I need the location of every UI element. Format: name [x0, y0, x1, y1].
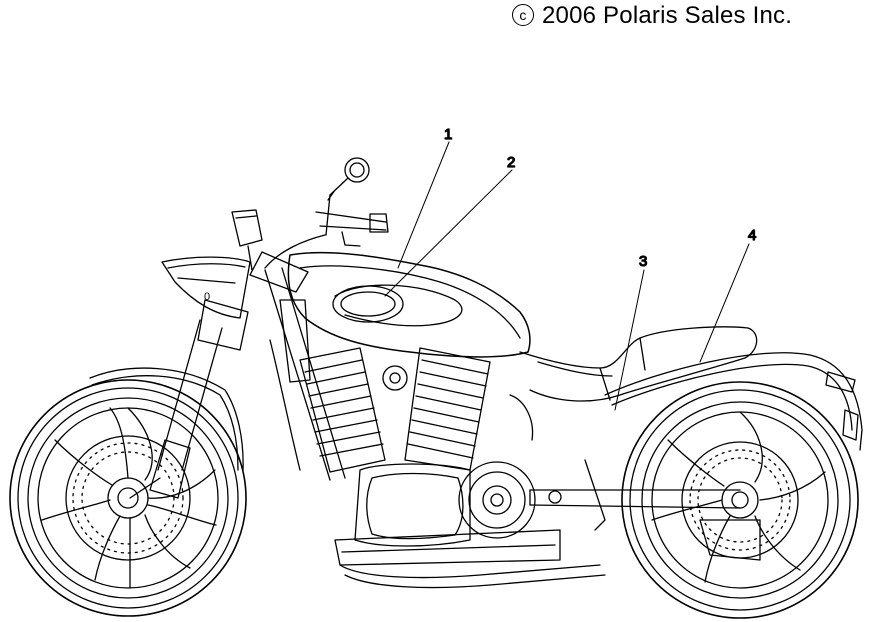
fuel-tank [287, 251, 531, 358]
copyright-symbol: c [512, 4, 534, 26]
primary-cover [458, 461, 536, 539]
turn-signal [842, 409, 859, 441]
gauge [231, 209, 263, 247]
callout-4: 4 [748, 227, 756, 244]
callout-leaders [384, 141, 750, 411]
engine [299, 347, 561, 566]
grip [369, 213, 389, 233]
copyright-text: 2006 Polaris Sales Inc. [542, 2, 793, 29]
leader-1 [397, 141, 450, 269]
rear-brake-disc [681, 441, 799, 559]
callout-3: 3 [639, 253, 647, 270]
mirror [344, 157, 370, 183]
copyright-notice: c 2006 Polaris Sales Inc. [512, 2, 792, 30]
seat [519, 326, 758, 402]
front-fork [129, 299, 249, 499]
svg-text:0: 0 [204, 291, 210, 303]
rear-wheel [621, 381, 859, 619]
exhaust [339, 564, 606, 589]
engine-cover [366, 472, 464, 540]
brake-caliper [699, 519, 761, 561]
leader-2 [384, 169, 513, 297]
front-cylinder [299, 347, 386, 473]
callout-1: 1 [444, 126, 452, 143]
front-wheel [9, 379, 247, 617]
leader-4 [699, 243, 750, 363]
handlebar-assembly [231, 157, 389, 293]
frame [264, 267, 346, 481]
rear-fender [604, 352, 863, 451]
callout-2: 2 [507, 154, 515, 171]
front-fender [89, 367, 244, 471]
front-brake-disc [65, 435, 191, 561]
leader-3 [614, 269, 645, 411]
swingarm [529, 459, 741, 531]
headlight-fairing: 0 [161, 256, 251, 319]
tail-light [825, 371, 856, 393]
